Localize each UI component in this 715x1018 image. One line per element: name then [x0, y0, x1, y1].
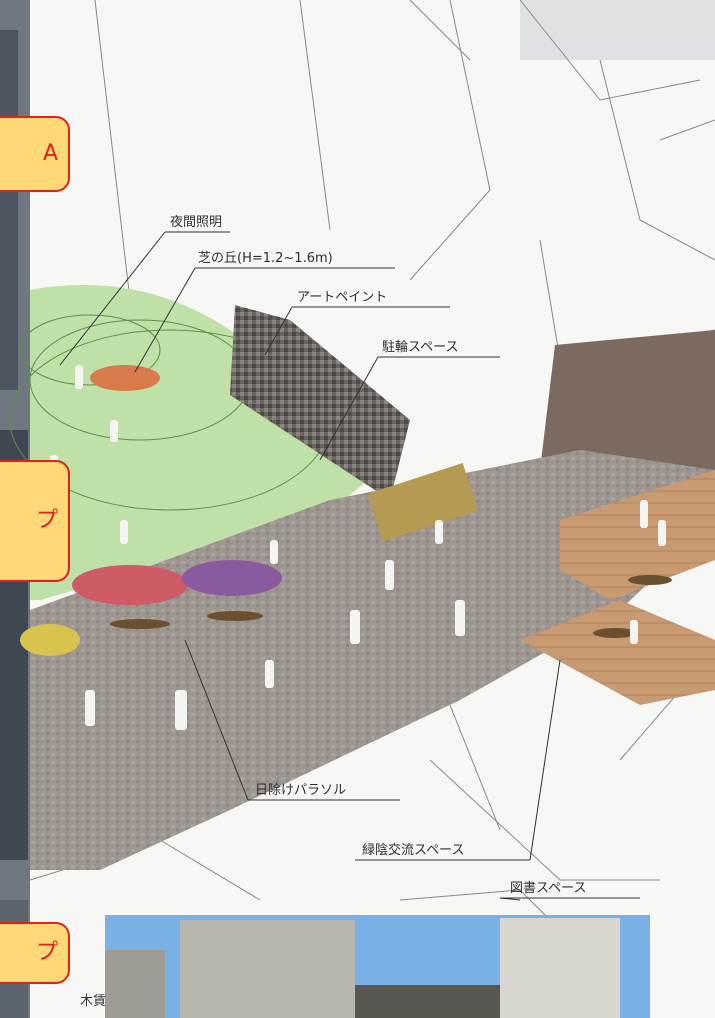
wood-deck-upper: [560, 470, 715, 600]
street-photo-roof: [355, 985, 500, 1018]
label-grass-hill: 芝の丘(H=1.2~1.6m): [198, 250, 333, 266]
label-parasol: 日除けパラソル: [255, 783, 346, 798]
label-green-shade-exchange: 緑陰交流スペース: [362, 842, 464, 858]
street-photo-building-right: [500, 918, 620, 1018]
parasol-shadow-2: [207, 611, 263, 621]
parasol-purple: [182, 560, 282, 596]
paving-surface: [30, 450, 715, 870]
art-paint-wall: [230, 305, 410, 500]
label-bicycle-parking: 駐輪スペース: [382, 339, 458, 355]
label-library-space: 図書スペース: [510, 881, 586, 896]
parasol-yellow: [20, 624, 80, 656]
tag-a: A: [0, 116, 70, 192]
label-art-paint: アートペイント: [297, 290, 387, 305]
tag-c: プ: [0, 922, 70, 984]
street-photo-building-small: [105, 950, 165, 1018]
parasol-shadow-1: [110, 619, 170, 629]
tag-b: プ: [0, 460, 70, 582]
brown-building: [540, 330, 715, 490]
hill-parasol-shade: [90, 365, 160, 391]
deck-table-2: [593, 628, 637, 638]
label-night-lighting: 夜間照明: [170, 215, 222, 230]
left-photo-top: [0, 30, 18, 390]
wood-deck-lower: [520, 600, 715, 705]
leader-lines: [59, 231, 640, 901]
parasol-red: [72, 565, 188, 605]
edge-text: 木賃: [80, 994, 107, 1009]
deck-table-1: [628, 575, 672, 585]
food-truck: [367, 463, 479, 542]
street-photo-building-left: [180, 920, 355, 1018]
sky-strip: [520, 0, 715, 60]
